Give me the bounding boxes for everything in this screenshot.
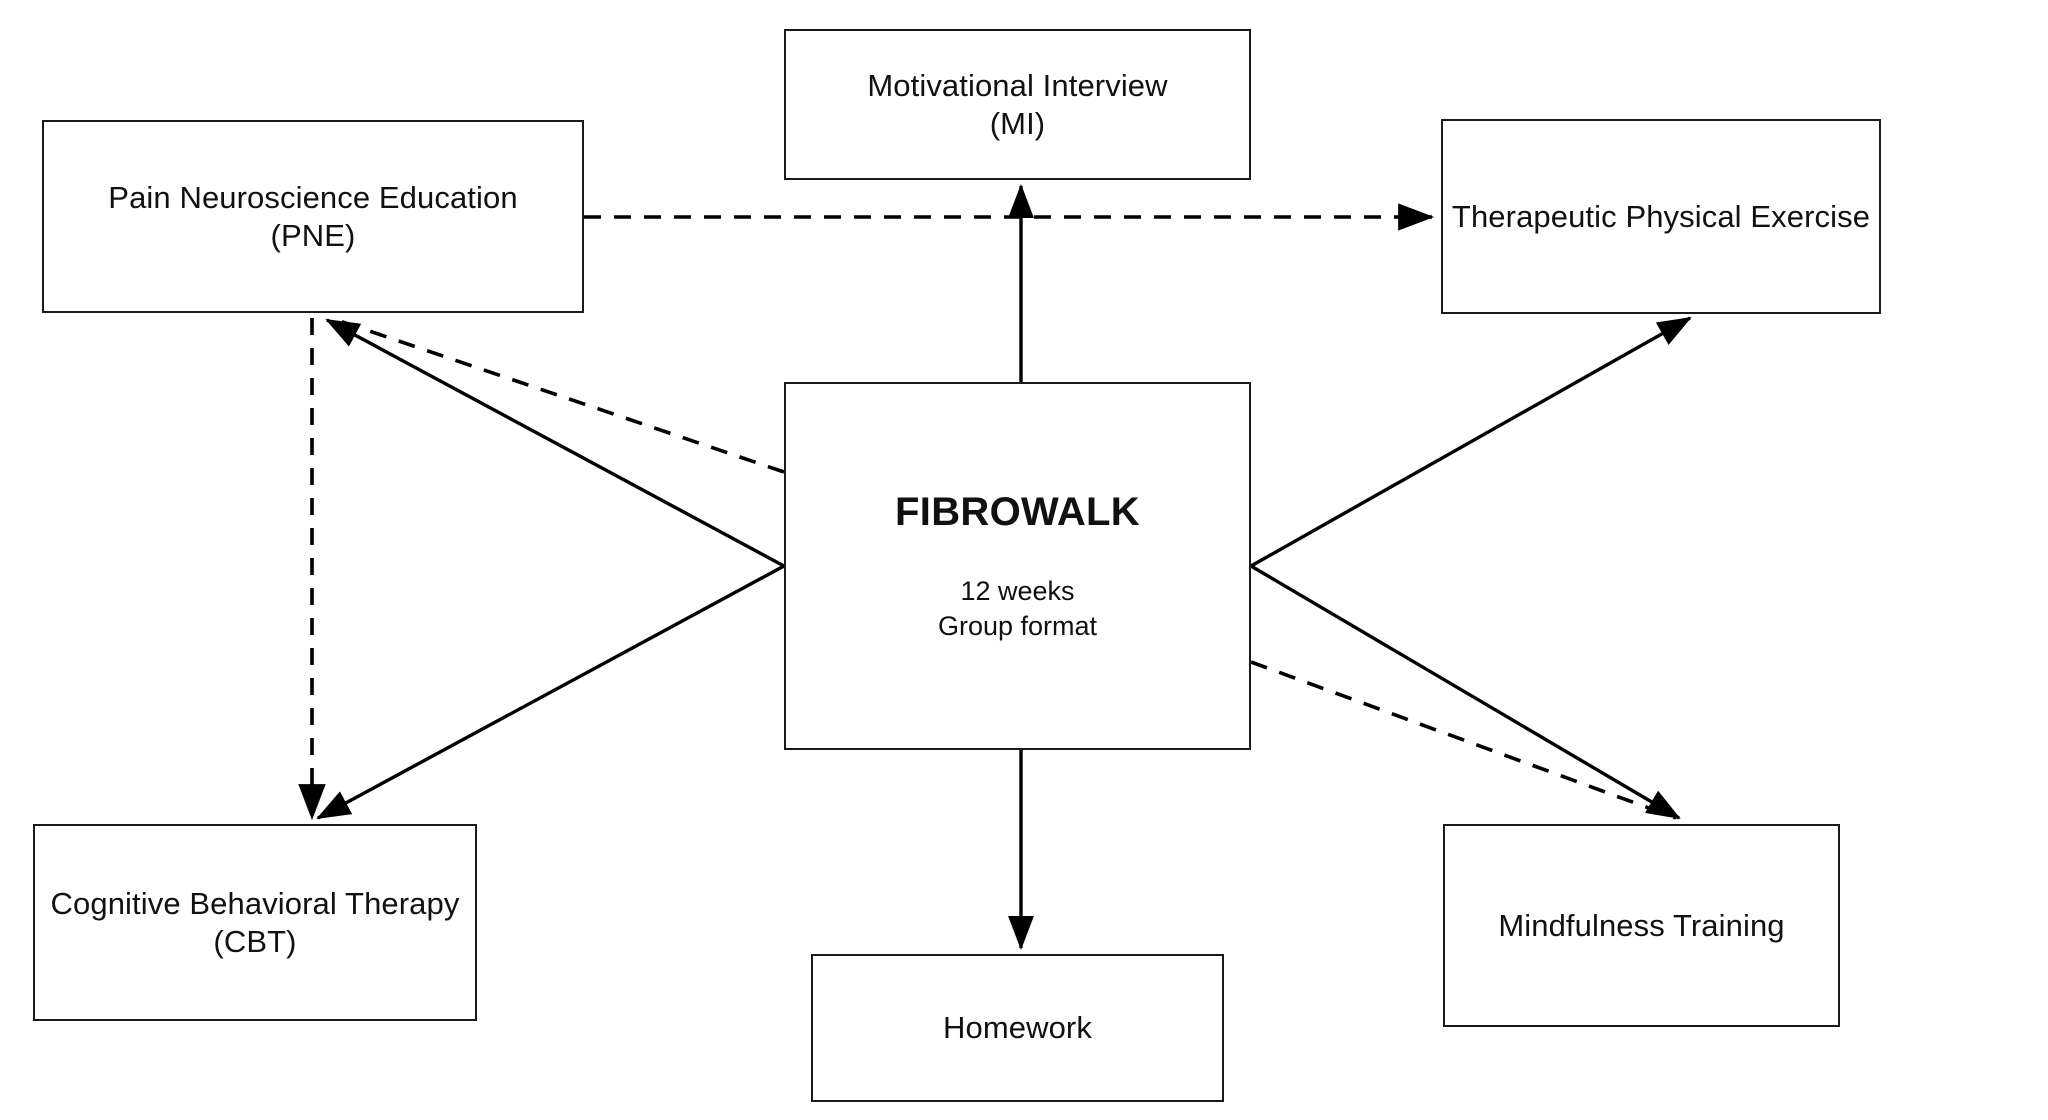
edge-fibrowalk-to-tpe (1250, 316, 1692, 568)
node-pain-neuroscience-education[interactable]: Pain Neuroscience Education (PNE) (42, 120, 584, 313)
node-label: Cognitive Behavioral Therapy (CBT) (50, 885, 460, 959)
node-sublabel: 12 weeks Group format (937, 576, 1098, 642)
node-label: Mindfulness Training (1498, 907, 1785, 943)
node-label: Therapeutic Physical Exercise (1451, 198, 1871, 234)
edge-fibrowalk-to-pne-solid (325, 318, 785, 568)
edge-fibrowalk-to-cbt (316, 564, 785, 820)
edge-fibrowalk-to-mindfulness-dashed (1250, 660, 1677, 820)
node-fibrowalk[interactable]: FIBROWALK 12 weeks Group format (784, 382, 1251, 750)
edge-fibrowalk-to-pne-dashed (330, 316, 785, 474)
node-label: FIBROWALK (895, 489, 1140, 534)
edge-fibrowalk-to-mindfulness-solid (1250, 564, 1681, 820)
node-cognitive-behavioral-therapy[interactable]: Cognitive Behavioral Therapy (CBT) (33, 824, 477, 1021)
node-motivational-interview[interactable]: Motivational Interview (MI) (784, 29, 1251, 180)
node-therapeutic-physical-exercise[interactable]: Therapeutic Physical Exercise (1441, 119, 1881, 314)
node-mindfulness-training[interactable]: Mindfulness Training (1443, 824, 1840, 1027)
node-label: Motivational Interview (MI) (867, 67, 1168, 141)
node-homework[interactable]: Homework (811, 954, 1224, 1102)
node-label: Homework (943, 1010, 1092, 1046)
node-label: Pain Neuroscience Education (PNE) (108, 179, 518, 253)
